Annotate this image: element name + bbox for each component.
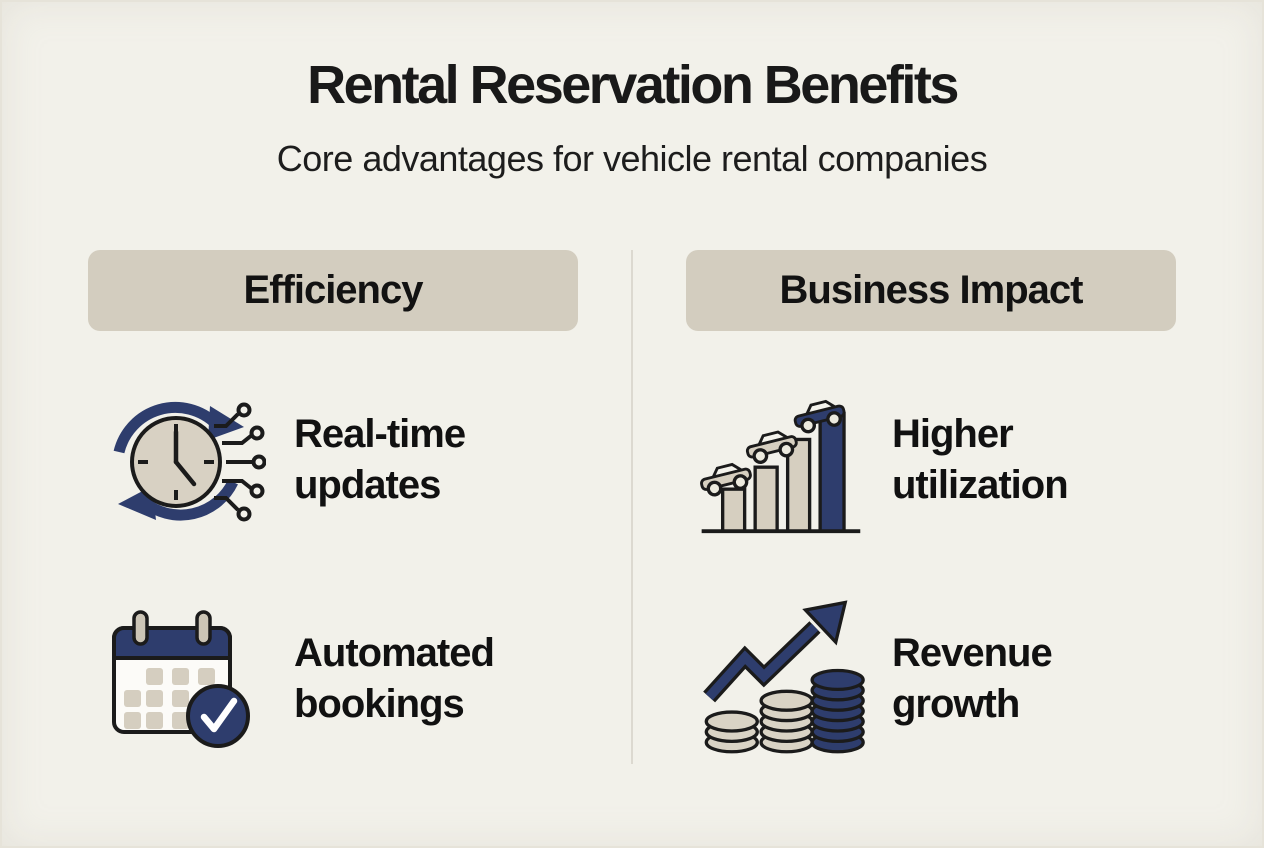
icon-box: [96, 599, 268, 759]
benefit-label: Automated bookings: [294, 628, 495, 730]
efficiency-header: Efficiency: [88, 250, 578, 331]
benefit-label-line: utilization: [892, 463, 1069, 507]
benefit-revenue-growth: Revenue growth: [686, 599, 1176, 759]
page-subtitle: Core advantages for vehicle rental compa…: [276, 138, 988, 179]
coins-growth-arrow-icon: [703, 600, 865, 754]
benefit-label-line: updates: [294, 463, 441, 507]
benefit-label-line: Automated: [294, 630, 495, 675]
benefit-label: Revenue growth: [892, 628, 1053, 730]
realtime-sync-clock-icon: [113, 401, 266, 522]
business-impact-header: Business Impact: [686, 250, 1176, 331]
column-efficiency: Efficiency: [88, 250, 578, 759]
benefit-label-line: Revenue: [892, 630, 1053, 675]
page-title: Rental Reservation Benefits: [307, 55, 959, 115]
benefit-higher-utilization: Higher utilization: [686, 385, 1176, 535]
column-business-impact: Business Impact: [686, 250, 1176, 759]
benefit-label-line: growth: [892, 682, 1020, 726]
column-divider: [631, 250, 633, 764]
benefit-label: Real-time updates: [294, 409, 466, 511]
benefit-label-line: bookings: [294, 682, 465, 726]
icon-box: [694, 385, 866, 535]
calendar-check-icon: [112, 610, 250, 748]
benefit-automated-bookings: Automated bookings: [88, 599, 578, 759]
icon-box: [96, 385, 268, 535]
benefit-realtime-updates: Real-time updates: [88, 385, 578, 535]
car-bar-chart-icon: [697, 396, 861, 534]
icon-box: [694, 599, 866, 759]
benefit-label-line: Real-time: [294, 411, 466, 456]
benefit-label-line: Higher: [892, 411, 1014, 456]
benefit-label: Higher utilization: [892, 409, 1069, 511]
